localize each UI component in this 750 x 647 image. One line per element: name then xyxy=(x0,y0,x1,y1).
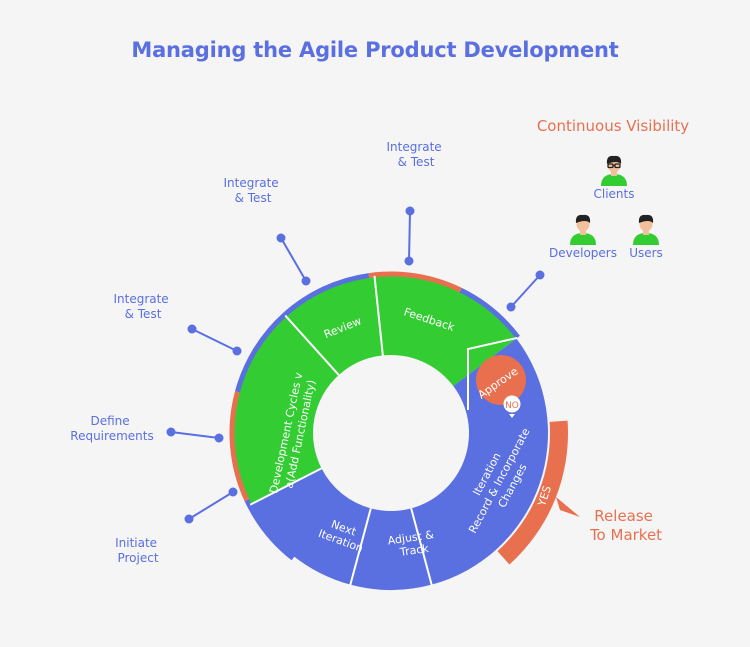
pin-define xyxy=(166,427,224,443)
outer-pins xyxy=(166,206,545,524)
iteration-edge xyxy=(467,336,518,410)
rim-arc xyxy=(368,271,462,293)
rim-arc xyxy=(235,312,287,393)
approve-decision: Approve NO xyxy=(476,355,526,418)
segment-feedback xyxy=(374,276,517,387)
step-define-label: Define Requirements xyxy=(70,414,153,443)
segment-divider xyxy=(410,508,433,586)
pin-visibility xyxy=(506,270,545,312)
person-users-label: Users xyxy=(629,246,663,260)
no-label: NO xyxy=(505,401,519,411)
segment-review xyxy=(285,276,383,376)
person-developers-icon xyxy=(570,214,596,245)
rim-arc xyxy=(244,499,295,561)
release-pointer-icon xyxy=(556,497,580,517)
rim-arc xyxy=(459,287,520,339)
person-developers-label: Developers xyxy=(549,246,617,260)
person-users-icon xyxy=(633,214,659,245)
segment-divider xyxy=(349,508,372,586)
segment-adjust xyxy=(350,508,432,590)
rim-arc xyxy=(229,391,250,502)
ring-rim xyxy=(229,271,520,561)
release-branch: YES xyxy=(497,420,580,565)
ring-dividers xyxy=(249,275,518,586)
stakeholders xyxy=(570,155,659,245)
step-integrate-3-label: Integrate & Test xyxy=(386,140,445,169)
rim-arc xyxy=(282,273,370,317)
segment-divider xyxy=(284,314,340,376)
yes-label: YES xyxy=(535,484,554,509)
segment-divider xyxy=(373,275,384,356)
cycle-ring xyxy=(233,276,548,590)
segment-development xyxy=(233,316,339,505)
yes-arc xyxy=(497,420,569,565)
release-label: Release To Market xyxy=(589,507,662,544)
person-clients-icon xyxy=(601,155,627,186)
step-integrate-2-label: Integrate & Test xyxy=(223,176,282,205)
segment-next xyxy=(251,468,371,585)
segment-divider xyxy=(249,467,322,506)
pin-integrate2 xyxy=(276,233,311,286)
person-clients-label: Clients xyxy=(594,187,635,201)
step-integrate-1-label: Integrate & Test xyxy=(113,292,172,321)
no-badge xyxy=(503,395,521,413)
page-title: Managing the Agile Product Development xyxy=(131,38,619,62)
step-initiate-label: Initiate Project xyxy=(115,536,161,565)
approve-circle xyxy=(476,355,526,405)
pin-integrate1 xyxy=(187,324,242,356)
segment-adjust-label: Adjust & Track xyxy=(387,528,440,561)
visibility-title: Continuous Visibility xyxy=(537,117,689,135)
no-arrow-icon xyxy=(509,414,515,418)
pin-initiate xyxy=(184,487,238,524)
pin-integrate3 xyxy=(404,206,415,266)
